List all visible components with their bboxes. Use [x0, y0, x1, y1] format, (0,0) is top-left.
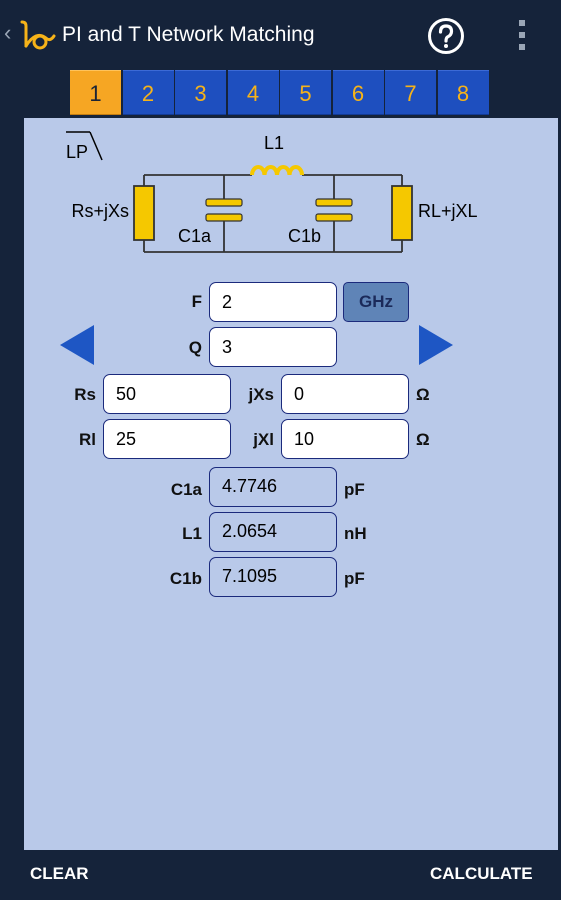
- frequency-label: F: [191, 292, 202, 311]
- rl-input[interactable]: [103, 419, 231, 459]
- capacitor-c1b-icon: [315, 198, 353, 207]
- tab-7[interactable]: 7: [385, 70, 436, 115]
- previous-arrow-icon[interactable]: [60, 325, 94, 365]
- back-chevron-icon[interactable]: ‹: [4, 20, 12, 45]
- capacitor-c1a-icon: [205, 198, 243, 207]
- rs-input[interactable]: [103, 374, 231, 414]
- l1-result-label: L1: [182, 524, 202, 543]
- tab-5[interactable]: 5: [280, 70, 331, 115]
- tab-2[interactable]: 2: [122, 70, 174, 115]
- tab-4[interactable]: 4: [227, 70, 279, 115]
- c1a-result-value: 4.7746: [209, 467, 337, 507]
- load-resistor-icon: [391, 185, 413, 241]
- jxs-input[interactable]: [281, 374, 409, 414]
- filter-type-label: LP: [66, 142, 88, 162]
- rl-label: Rl: [79, 430, 96, 449]
- inductor-label: L1: [264, 133, 284, 153]
- frequency-unit-button[interactable]: GHz: [343, 282, 409, 322]
- c1a-result-label: C1a: [170, 480, 202, 499]
- jxs-unit: Ω: [416, 385, 430, 404]
- app-logo-icon[interactable]: [18, 16, 58, 56]
- q-label: Q: [188, 338, 202, 357]
- help-icon[interactable]: [426, 16, 466, 56]
- jxl-unit: Ω: [416, 430, 430, 449]
- c1b-result-label: C1b: [169, 569, 202, 588]
- tab-1[interactable]: 1: [70, 70, 121, 115]
- app-title: PI and T Network Matching: [62, 23, 315, 46]
- circuit-diagram: LP L1 C1a C1b Rs+jXs RL+jXL: [66, 131, 478, 253]
- rs-label: Rs: [74, 385, 96, 404]
- app-bar: ‹ PI and T Network Matching: [0, 0, 561, 68]
- next-arrow-icon[interactable]: [419, 325, 453, 365]
- clear-button[interactable]: CLEAR: [30, 864, 89, 883]
- tab-strip: 1 2 3 4 5 6 7 8: [70, 70, 490, 115]
- cap-b-label: C1b: [288, 226, 321, 246]
- tab-6[interactable]: 6: [332, 70, 384, 115]
- l1-result-unit: nH: [344, 524, 367, 543]
- jxl-label: jXl: [253, 430, 274, 449]
- q-input[interactable]: [209, 327, 337, 367]
- inductor-l1-icon: [250, 165, 304, 176]
- source-resistor-icon: [133, 185, 155, 241]
- cap-a-label: C1a: [178, 226, 212, 246]
- overflow-menu-icon[interactable]: [512, 18, 532, 52]
- source-label: Rs+jXs: [71, 201, 129, 221]
- tab-3[interactable]: 3: [175, 70, 226, 115]
- tab-8[interactable]: 8: [437, 70, 489, 115]
- load-label: RL+jXL: [418, 201, 478, 221]
- c1a-result-unit: pF: [344, 480, 365, 499]
- frequency-input[interactable]: [209, 282, 337, 322]
- l1-result-value: 2.0654: [209, 512, 337, 552]
- lowpass-symbol: LP: [66, 131, 103, 162]
- bottom-action-bar: CLEAR CALCULATE: [0, 850, 561, 900]
- c1b-result-unit: pF: [344, 569, 365, 588]
- c1b-result-value: 7.1095: [209, 557, 337, 597]
- jxl-input[interactable]: [281, 419, 409, 459]
- calculate-button[interactable]: CALCULATE: [430, 864, 533, 883]
- jxs-label: jXs: [248, 385, 274, 404]
